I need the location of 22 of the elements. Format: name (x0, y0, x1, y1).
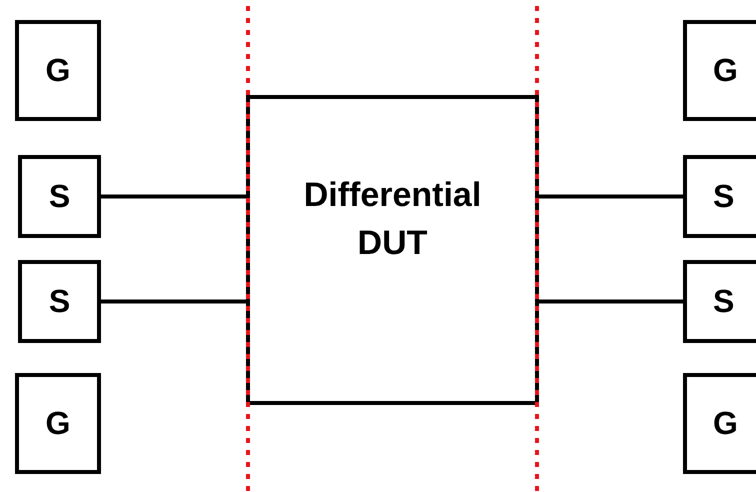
connecting-line (539, 194, 683, 198)
connecting-line (101, 300, 246, 304)
pad-label: S (713, 283, 734, 320)
pad-label: S (48, 283, 70, 320)
device-label: Differential DUT (302, 175, 482, 264)
connecting-line (539, 300, 683, 304)
ground-pad (683, 20, 756, 121)
pad-label: G (713, 405, 738, 442)
signal-pad (18, 260, 101, 343)
ground-pad (15, 373, 101, 474)
pad-label: G (46, 52, 70, 89)
pad-label: G (713, 52, 738, 89)
ground-pad (683, 373, 756, 474)
signal-pad (683, 155, 756, 238)
pad-label: S (48, 178, 70, 215)
signal-pad (683, 260, 756, 343)
ground-pad (15, 20, 101, 121)
pad-label: G (46, 405, 70, 442)
connecting-line (101, 194, 246, 198)
device-box (246, 95, 539, 405)
signal-pad (18, 155, 101, 238)
pad-label: S (713, 178, 734, 215)
